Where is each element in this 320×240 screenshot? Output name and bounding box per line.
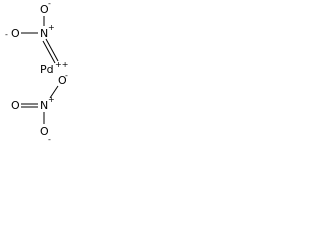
- charge-o-bottom-lower: -: [48, 135, 51, 144]
- charge-n-top: +: [48, 23, 55, 32]
- atom-o-bottom-double: O: [11, 99, 20, 112]
- atom-n-top: N: [40, 27, 48, 40]
- palladium-nitrate-structure: O - O - N + Pd ++ O - O N + O -: [5, 0, 68, 144]
- atom-o-top-upper: O: [40, 3, 49, 16]
- charge-o-top-left: -: [5, 30, 8, 39]
- charge-o-top-upper: -: [48, 0, 51, 8]
- atom-o-bottom-lower: O: [40, 125, 49, 138]
- atom-o-top-left: O: [11, 27, 20, 40]
- bond-n2-o-upper: [49, 85, 59, 99]
- charge-o-top-double: -: [65, 71, 68, 80]
- bond-n1-o-double-a: [45, 38, 59, 62]
- charge-n-bottom: +: [48, 95, 55, 104]
- atom-o-top-double: O: [58, 74, 67, 87]
- atom-pd: Pd: [40, 63, 54, 76]
- atom-n-bottom: N: [40, 99, 48, 112]
- bond-n1-o-double-b: [42, 40, 56, 64]
- charge-pd: ++: [55, 60, 68, 69]
